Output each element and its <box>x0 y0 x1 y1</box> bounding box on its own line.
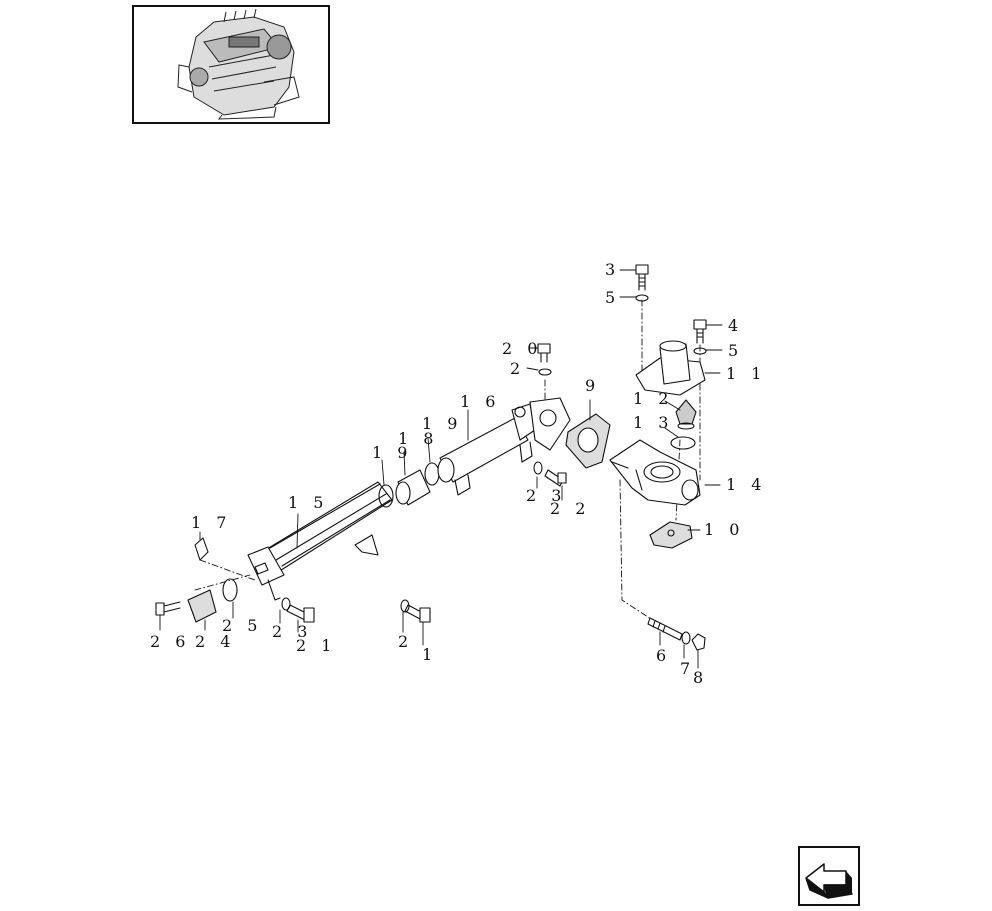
callout-8: 8 <box>693 668 708 687</box>
callout-5: 5 <box>728 341 743 360</box>
callout-labels: 1 2 2 2 0 3 4 5 5 6 7 8 9 1 0 1 1 1 2 1 … <box>150 260 766 687</box>
washer-23b <box>281 597 291 611</box>
washer-7 <box>681 631 691 645</box>
callout-6: 6 <box>656 646 671 665</box>
sleeve-18 <box>395 469 431 506</box>
callout-9: 9 <box>585 376 600 395</box>
washer-2b <box>400 599 410 613</box>
next-page-button[interactable] <box>798 846 860 906</box>
callout-22: 2 2 <box>550 499 590 518</box>
coolant-pipe-16 <box>437 397 571 496</box>
seal-25 <box>222 578 238 602</box>
callout-4: 4 <box>728 316 743 335</box>
callout-24: 2 4 <box>195 632 235 651</box>
stud-6 <box>647 617 683 641</box>
callout-23: 2 3 <box>272 622 312 641</box>
leader-lines <box>159 269 723 669</box>
callout-23: 2 3 <box>526 486 566 505</box>
washer-23a <box>533 461 543 475</box>
callout-25: 2 5 <box>222 616 262 635</box>
gasket-9 <box>565 413 611 469</box>
bolt-26 <box>155 601 181 616</box>
bolt-20 <box>537 343 551 363</box>
callout-18: 1 8 <box>398 429 438 448</box>
callout-15: 1 5 <box>288 493 328 512</box>
callout-13: 1 3 <box>633 413 673 432</box>
callout-14: 1 4 <box>726 475 766 494</box>
callout-2: 2 <box>398 632 413 651</box>
bolt-3 <box>635 264 649 291</box>
engine-thumbnail-icon <box>177 8 300 120</box>
seal-ring-13 <box>670 436 696 450</box>
callout-19: 1 9 <box>372 443 412 462</box>
washer-2a <box>538 368 552 376</box>
callout-26: 2 6 <box>150 632 190 651</box>
bolt-1 <box>404 604 431 623</box>
seal-ring-19a <box>378 484 394 508</box>
callout-16: 1 6 <box>460 392 500 411</box>
outlet-cover-11 <box>635 340 706 396</box>
callout-7: 7 <box>680 659 695 678</box>
callout-17: 1 7 <box>191 513 231 532</box>
next-page-arrow-icon <box>805 863 853 899</box>
bolt-4 <box>693 319 707 344</box>
callout-5: 5 <box>605 288 620 307</box>
callout-10: 1 0 <box>704 520 744 539</box>
seal-ring-19b <box>424 462 440 486</box>
thermostat-housing-14 <box>609 439 701 506</box>
nut-8 <box>691 633 706 651</box>
thermostat-12 <box>675 399 697 430</box>
bolt-21 <box>286 604 315 623</box>
callout-21: 2 1 <box>296 636 336 655</box>
callout-20: 2 0 <box>502 339 542 358</box>
callout-2: 2 <box>510 359 525 378</box>
callout-11: 1 1 <box>726 364 766 383</box>
bolt-22 <box>544 469 567 487</box>
callout-3: 3 <box>605 260 620 279</box>
clip-17 <box>194 537 209 561</box>
washer-5b <box>693 347 707 355</box>
callout-1: 1 <box>422 645 437 664</box>
gasket-10 <box>649 521 693 549</box>
callout-12: 1 2 <box>633 389 673 408</box>
cover-plate-24 <box>187 589 217 623</box>
washer-5a <box>635 294 649 302</box>
engine-thumbnail <box>132 5 330 124</box>
callout-19: 1 9 <box>422 414 462 433</box>
